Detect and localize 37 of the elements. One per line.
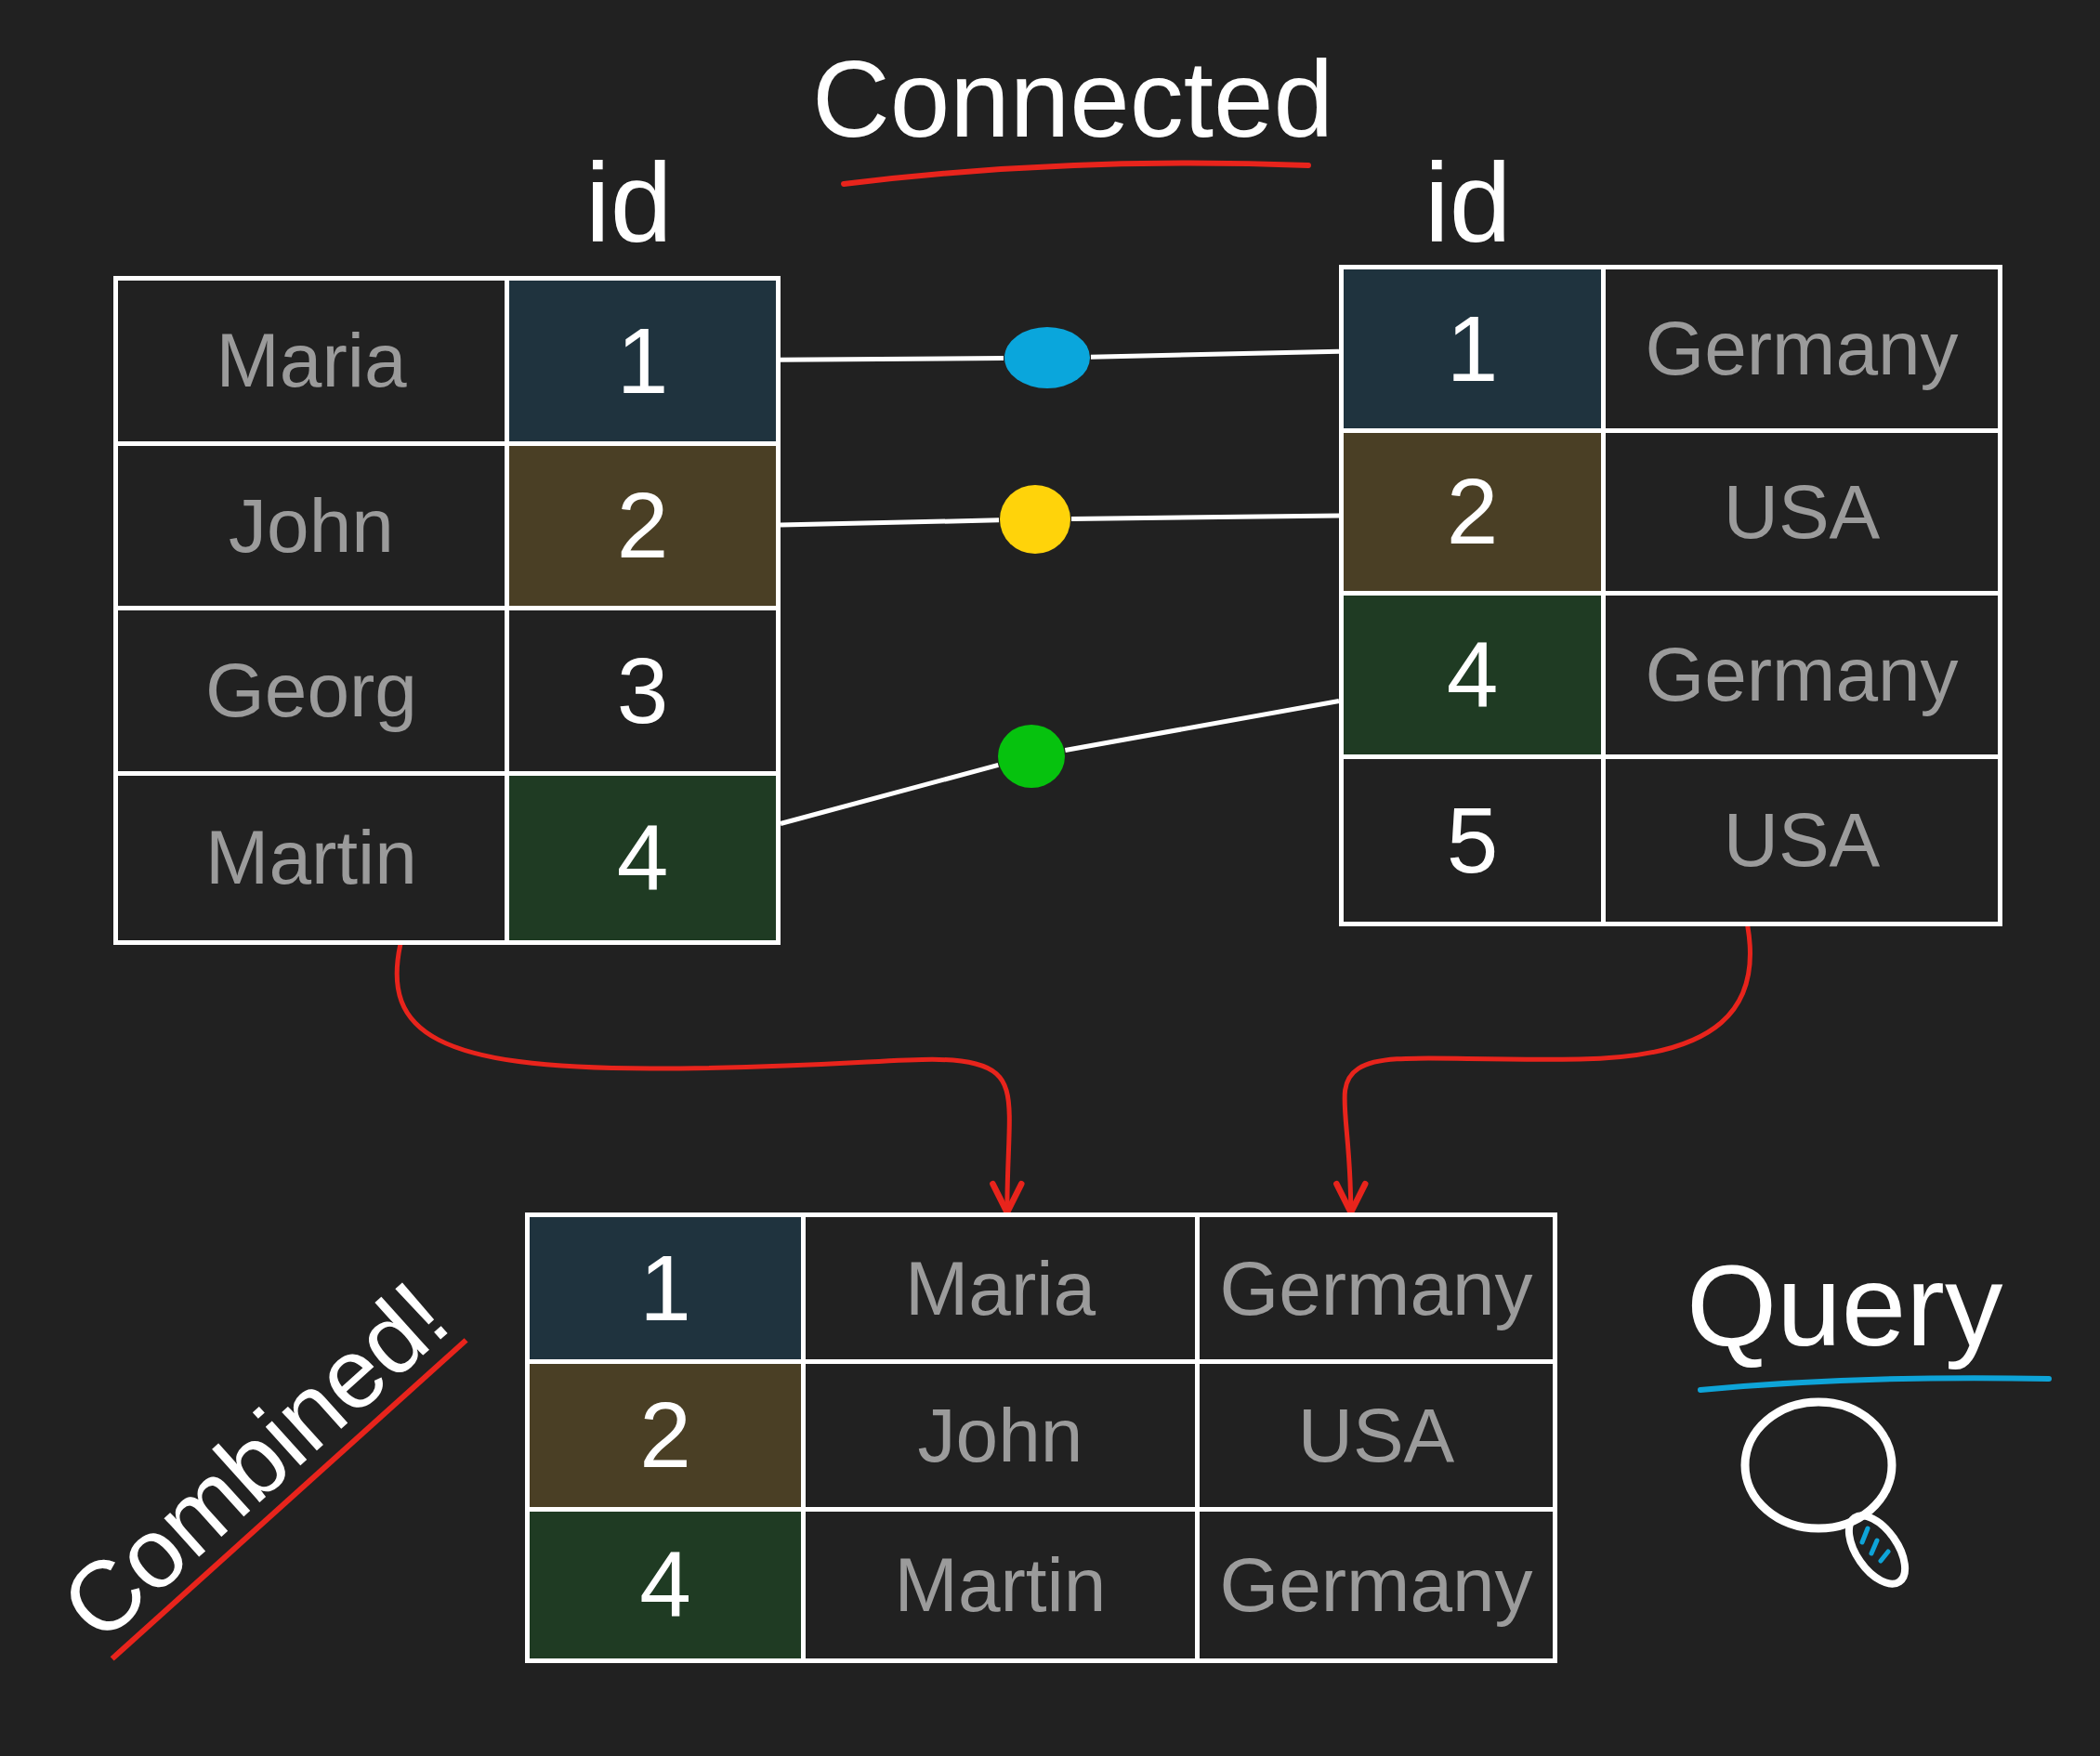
table-cell: 4 [530, 1511, 806, 1658]
table-cell: Germany [1200, 1217, 1553, 1365]
table-cell: Germany [1606, 269, 1998, 433]
table-cell: Georg [118, 610, 509, 776]
column-header: id [585, 138, 673, 266]
table-cell: Germany [1200, 1511, 1553, 1658]
table-cell: Germany [1606, 596, 1998, 759]
table-cell: 4 [509, 775, 776, 940]
connector-line [780, 518, 1000, 528]
table-cell: USA [1606, 432, 1998, 596]
dot-icon [1000, 485, 1070, 554]
table-cell: 5 [1344, 758, 1606, 922]
table-cell: Martin [806, 1511, 1200, 1658]
connector-line [1090, 348, 1340, 360]
table-cell: 4 [1344, 596, 1606, 759]
connector-line [1064, 699, 1340, 753]
table-cell: 1 [509, 281, 776, 446]
table-cell: Maria [806, 1217, 1200, 1365]
dot-icon [1004, 327, 1090, 388]
table-cell: 2 [530, 1364, 806, 1512]
connector-line [1070, 513, 1340, 522]
data-table [525, 1212, 1557, 1663]
handwritten-note: Query [1687, 1239, 2003, 1371]
table-cell: 1 [1344, 269, 1606, 433]
table-cell: 2 [1344, 432, 1606, 596]
dot-icon [998, 725, 1065, 788]
table-cell: 1 [530, 1217, 806, 1365]
column-header: id [1424, 138, 1512, 266]
data-table [113, 276, 781, 945]
title: Connected [812, 38, 1334, 162]
table-cell: John [806, 1364, 1200, 1512]
table-cell: 2 [509, 445, 776, 610]
connector-line [780, 762, 999, 826]
table-cell: USA [1606, 758, 1998, 922]
table-cell: USA [1200, 1364, 1553, 1512]
connector-line [781, 356, 1004, 362]
data-table [1339, 265, 2002, 926]
